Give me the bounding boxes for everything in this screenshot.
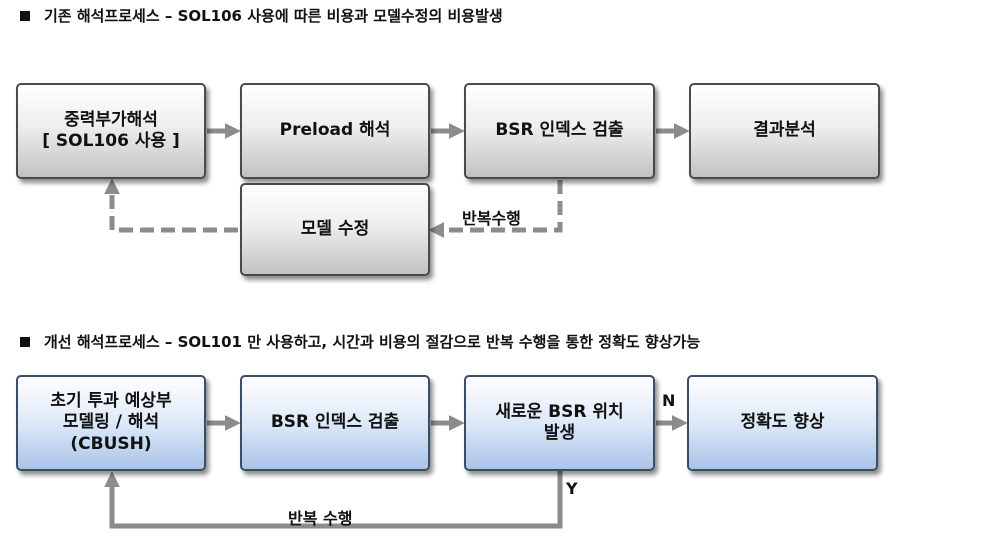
box-label: Preload 해석 xyxy=(279,120,391,141)
loop-label-repeat: 반복수행 xyxy=(462,209,521,228)
loop-new-bsr-to-initial xyxy=(103,470,563,529)
box-gravity-analysis: 중력부가해석 [ SOL106 사용 ] xyxy=(16,83,206,179)
dashed-loop-model-fix-to-gravity xyxy=(103,178,238,233)
heading-text: 개선 해석프로세스 – SOL101 만 사용하고, 시간과 비용의 절감으로 … xyxy=(44,333,701,351)
loop-label-repeat-2: 반복 수행 xyxy=(288,509,353,528)
box-accuracy-improvement: 정확도 향상 xyxy=(687,375,878,471)
section-heading-existing-process: 기존 해석프로세스 – SOL106 사용에 따른 비용과 모델수정의 비용발생 xyxy=(20,5,503,26)
heading-text: 기존 해석프로세스 – SOL106 사용에 따른 비용과 모델수정의 비용발생 xyxy=(44,7,503,25)
section-heading-improved-process: 개선 해석프로세스 – SOL101 만 사용하고, 시간과 비용의 절감으로 … xyxy=(20,331,700,352)
box-label: 초기 투과 예상부 모델링 / 해석 (CBUSH) xyxy=(50,391,172,454)
square-bullet-icon xyxy=(20,10,30,21)
box-initial-modeling: 초기 투과 예상부 모델링 / 해석 (CBUSH) xyxy=(16,375,206,471)
box-label: 새로운 BSR 위치 발생 xyxy=(495,401,624,443)
box-bsr-index-detection-2: BSR 인덱스 검출 xyxy=(240,375,430,471)
box-model-modification: 모델 수정 xyxy=(240,183,430,276)
branch-label-no: N xyxy=(662,391,676,410)
box-label: BSR 인덱스 검출 xyxy=(270,412,400,433)
box-preload-analysis: Preload 해석 xyxy=(240,83,430,179)
box-label: 결과분석 xyxy=(753,120,816,141)
box-label: 정확도 향상 xyxy=(740,412,825,433)
box-label: BSR 인덱스 검출 xyxy=(495,120,624,141)
dashed-loop-bsr-to-model-fix xyxy=(428,180,563,239)
box-label: 모델 수정 xyxy=(300,218,370,239)
box-bsr-index-detection: BSR 인덱스 검출 xyxy=(464,83,655,179)
box-result-analysis: 결과분석 xyxy=(689,83,880,179)
branch-label-yes: Y xyxy=(566,479,578,498)
box-label: 중력부가해석 [ SOL106 사용 ] xyxy=(42,109,180,151)
square-bullet-icon xyxy=(20,336,30,347)
box-new-bsr-location: 새로운 BSR 위치 발생 xyxy=(464,375,655,471)
